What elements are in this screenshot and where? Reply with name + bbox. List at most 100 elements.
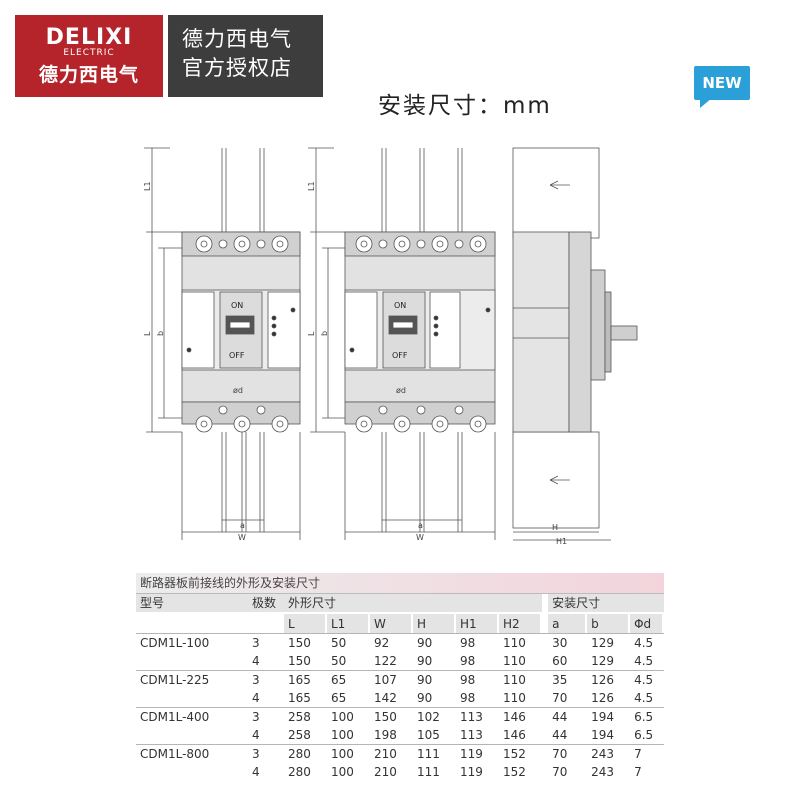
cell-h1: 98 — [460, 691, 476, 705]
cell-gap — [542, 707, 549, 726]
cell-w: 210 — [370, 744, 413, 763]
cell-a: 35 — [548, 670, 588, 689]
table-caption: 断路器板前接线的外形及安装尺寸 — [136, 573, 664, 594]
cell-d: 6.5 — [634, 728, 654, 742]
label-off-front4: OFF — [392, 351, 408, 360]
spec-table-grid: 型号 极数 外形尺寸 安装尺寸 L L1 W H H1 H2 a b Φd CD… — [136, 594, 665, 781]
label-off-front3: OFF — [229, 351, 245, 360]
label-phid-front3: ød — [233, 386, 243, 395]
cell-a: 44 — [548, 707, 588, 726]
col-header-d: Φd — [630, 614, 665, 633]
cell-h: 90 — [413, 633, 456, 652]
cell-b: 194 — [587, 707, 631, 726]
cell-a: 70 — [552, 765, 568, 779]
cell-h2: 146 — [499, 707, 543, 726]
dimension-drawing: L1 L b a W ON OFF ød L1 L b a W ON OFF ø… — [130, 140, 650, 545]
cell-a: 30 — [548, 633, 588, 652]
cell-h: 111 — [413, 744, 456, 763]
spec-table: 断路器板前接线的外形及安装尺寸 型号 极数 外形尺寸 安装尺寸 L L1 W H… — [136, 573, 665, 781]
label-phid-front4: ød — [396, 386, 406, 395]
label-h1-side: H1 — [556, 537, 567, 545]
col-header-b: b — [587, 614, 631, 633]
auth-line-2: 官方授权店 — [182, 56, 292, 80]
cell-gap — [542, 633, 549, 652]
cell-h: 102 — [413, 707, 456, 726]
label-a-front3: a — [240, 521, 245, 530]
cell-d: 7 — [630, 744, 665, 763]
label-w-front4: W — [416, 533, 424, 542]
breaker-drawing-svg: L1 L b a W ON OFF ød L1 L b a W ON OFF ø… — [143, 147, 638, 545]
cell-d: 6.5 — [630, 707, 665, 726]
header-poles: 极数 — [248, 594, 284, 614]
cell-b: 194 — [591, 728, 614, 742]
cell-b: 129 — [591, 654, 614, 668]
cell-poles: 4 — [252, 765, 260, 779]
cell-model: CDM1L-800 — [136, 744, 248, 763]
cell-h2: 110 — [503, 691, 526, 705]
cell-model — [136, 763, 248, 781]
cell-l: 150 — [284, 633, 327, 652]
header-outline: 外形尺寸 — [284, 594, 543, 614]
cell-l1: 50 — [327, 633, 370, 652]
label-w-front3: W — [238, 533, 246, 542]
cell-h2: 152 — [503, 765, 526, 779]
cell-l1: 100 — [327, 707, 370, 726]
cell-poles: 3 — [248, 670, 284, 689]
authorized-store-badge: 德力西电气 官方授权店 — [168, 15, 323, 97]
cell-h2: 152 — [499, 744, 543, 763]
cell-h2: 110 — [499, 633, 543, 652]
header-blank-1 — [136, 614, 248, 633]
cell-a: 70 — [552, 691, 568, 705]
label-l1-front4: L1 — [307, 181, 316, 191]
cell-l: 165 — [284, 670, 327, 689]
cell-d: 4.5 — [630, 633, 665, 652]
cell-poles: 3 — [248, 707, 284, 726]
label-l-front4: L — [307, 331, 316, 336]
table-header-column-row: L L1 W H H1 H2 a b Φd — [136, 614, 665, 633]
brand-name-cn: 德力西电气 — [38, 64, 139, 86]
cell-h: 111 — [417, 765, 440, 779]
cell-l: 150 — [288, 654, 311, 668]
cell-h1: 119 — [460, 765, 483, 779]
cell-h1: 119 — [456, 744, 499, 763]
cell-h1: 113 — [456, 707, 499, 726]
cell-l: 280 — [288, 765, 311, 779]
cell-h1: 98 — [456, 633, 499, 652]
col-header-L: L — [284, 614, 327, 633]
cell-l1: 50 — [331, 654, 347, 668]
cell-l1: 100 — [331, 728, 354, 742]
cell-l: 280 — [284, 744, 327, 763]
header-model: 型号 — [136, 594, 248, 614]
label-l-front3: L — [143, 331, 152, 336]
cell-d: 7 — [634, 765, 642, 779]
cell-model: CDM1L-100 — [136, 633, 248, 652]
cell-b: 243 — [591, 765, 614, 779]
cell-a: 60 — [552, 654, 568, 668]
cell-l: 165 — [288, 691, 311, 705]
cell-w: 92 — [370, 633, 413, 652]
brand-logo-subtitle: ELECTRIC — [63, 48, 115, 58]
cell-d: 4.5 — [634, 654, 654, 668]
cell-l1: 100 — [331, 765, 354, 779]
cell-b: 126 — [591, 691, 614, 705]
drawing-labels: L1 L b a W ON OFF ød L1 L b a W ON OFF ø… — [143, 181, 567, 545]
cell-h2: 110 — [499, 670, 543, 689]
cell-gap — [542, 670, 549, 689]
page-title: 安装尺寸：mm — [378, 93, 552, 119]
cell-l1: 65 — [327, 670, 370, 689]
col-header-a: a — [548, 614, 588, 633]
label-b-front3: b — [156, 331, 165, 336]
cell-b: 126 — [587, 670, 631, 689]
brand-logo-badge: DELIXI ELECTRIC 德力西电气 — [15, 15, 163, 97]
label-b-front4: b — [320, 331, 329, 336]
cell-h: 90 — [417, 654, 433, 668]
cell-l1: 65 — [331, 691, 347, 705]
label-l1-front3: L1 — [143, 181, 152, 191]
